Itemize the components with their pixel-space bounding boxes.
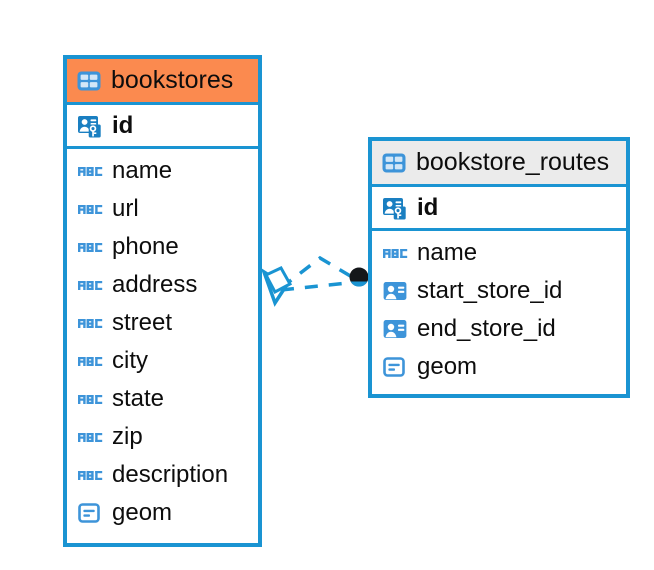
text-abc-icon <box>78 319 103 328</box>
field-row-end-store-id[interactable]: end_store_id <box>372 310 626 348</box>
text-abc-icon <box>78 243 103 252</box>
relationship-line-upper <box>279 255 358 290</box>
text-abc-icon <box>78 471 103 480</box>
field-name: id <box>112 111 134 139</box>
field-row-name[interactable]: name <box>67 152 258 190</box>
text-abc-icon <box>383 249 408 258</box>
field-name: city <box>112 347 148 374</box>
field-row-url[interactable]: url <box>67 190 258 228</box>
geometry-icon <box>383 357 405 377</box>
field-row-geom[interactable]: geom <box>67 494 258 532</box>
field-row-state[interactable]: state <box>67 380 258 418</box>
field-row-start-store-id[interactable]: start_store_id <box>372 272 626 310</box>
entity-header-bookstore-routes[interactable]: bookstore_routes <box>372 141 626 187</box>
field-list-bookstores: name url <box>67 149 258 532</box>
crows-foot-diamond-marker <box>260 266 293 307</box>
field-name: zip <box>112 423 143 450</box>
field-name: end_store_id <box>417 315 556 342</box>
field-name: address <box>112 271 198 298</box>
entity-bookstores[interactable]: bookstores id <box>63 55 262 547</box>
text-abc-icon <box>78 205 103 214</box>
field-name: phone <box>112 233 179 260</box>
field-row-zip[interactable]: zip <box>67 418 258 456</box>
table-icon <box>382 153 406 172</box>
field-name: geom <box>417 353 478 380</box>
table-icon <box>77 71 101 90</box>
text-abc-icon <box>78 167 103 176</box>
relationship-line-lower <box>280 280 358 292</box>
field-row-name[interactable]: name <box>372 234 626 272</box>
text-abc-icon <box>78 281 103 290</box>
field-name: description <box>112 461 229 488</box>
primary-key-icon <box>383 197 406 219</box>
field-row-primary-key[interactable]: id <box>67 105 258 149</box>
entity-bookstore-routes[interactable]: bookstore_routes id <box>368 137 630 398</box>
primary-key-icon <box>78 115 101 137</box>
text-abc-icon <box>78 433 103 442</box>
geometry-icon <box>78 503 100 523</box>
field-name: state <box>112 385 165 412</box>
field-name: url <box>112 195 139 222</box>
field-row-primary-key[interactable]: id <box>372 187 626 231</box>
field-row-geom[interactable]: geom <box>372 348 626 386</box>
field-name: geom <box>112 499 173 526</box>
field-row-city[interactable]: city <box>67 342 258 380</box>
field-row-phone[interactable]: phone <box>67 228 258 266</box>
field-name: start_store_id <box>417 277 563 304</box>
entity-title: bookstores <box>111 66 234 94</box>
field-name: id <box>417 193 439 221</box>
field-name: name <box>417 239 478 266</box>
entity-header-bookstores[interactable]: bookstores <box>67 59 258 105</box>
field-name: street <box>112 309 173 336</box>
filled-circle-marker <box>349 267 369 287</box>
entity-title: bookstore_routes <box>416 148 610 176</box>
foreign-key-icon <box>383 282 407 300</box>
foreign-key-icon <box>383 320 407 338</box>
text-abc-icon <box>78 357 103 366</box>
field-row-description[interactable]: description <box>67 456 258 494</box>
text-abc-icon <box>78 395 103 404</box>
field-row-address[interactable]: address <box>67 266 258 304</box>
field-list-bookstore-routes: name start_store_id <box>372 231 626 386</box>
field-name: name <box>112 157 173 184</box>
field-row-street[interactable]: street <box>67 304 258 342</box>
